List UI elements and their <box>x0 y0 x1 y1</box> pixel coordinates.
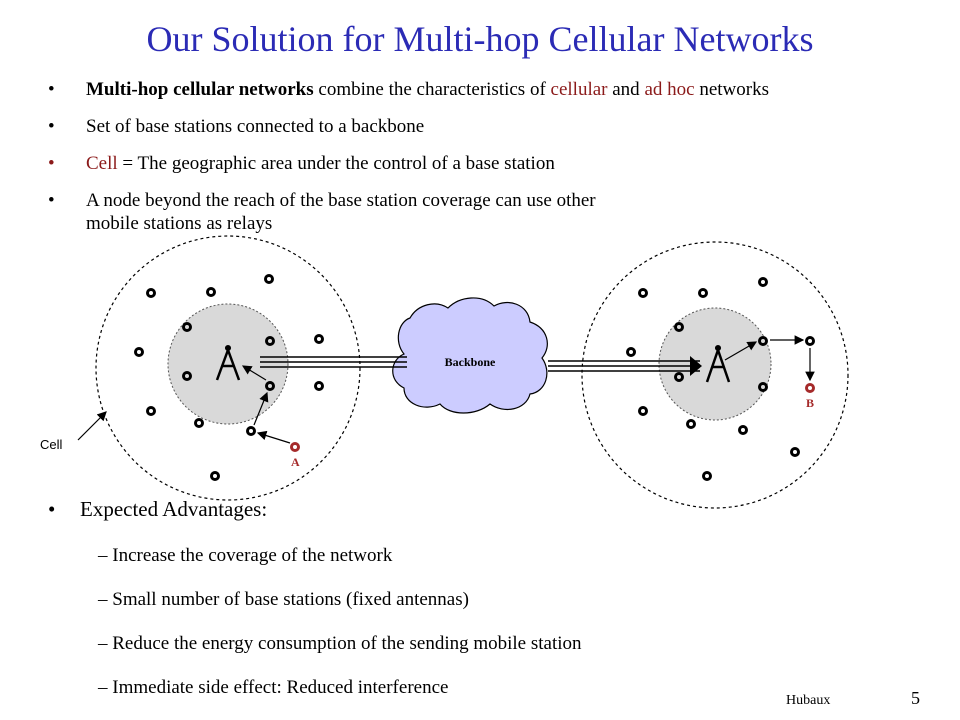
highlight-adhoc: ad hoc <box>644 79 695 100</box>
bullet-list: • Multi-hop cellular networks combine th… <box>48 78 908 249</box>
cell-label: Cell <box>40 437 63 452</box>
footer-author: Hubaux <box>786 693 831 708</box>
backbone-label: Backbone <box>445 355 496 369</box>
bullet-dot: • <box>48 79 55 100</box>
bullet-text: A node beyond the reach of the base stat… <box>86 190 596 234</box>
bullet-item-base-stations: • Set of base stations connected to a ba… <box>48 115 908 138</box>
mobile-nodes-right <box>626 277 815 481</box>
bullet-dot: • <box>48 190 55 211</box>
slide-title: Our Solution for Multi-hop Cellular Netw… <box>146 19 814 59</box>
node-b-label: B <box>806 396 814 410</box>
bullet-item-relays: • A node beyond the reach of the base st… <box>48 189 908 235</box>
advantage-item: – Small number of base stations (fixed a… <box>98 589 469 610</box>
bullet-text: and <box>607 79 645 100</box>
advantages-heading: • Expected Advantages: <box>48 497 267 522</box>
bullet-text: networks <box>694 79 769 100</box>
coverage-area-right <box>658 307 772 421</box>
bullet-item-multihop: • Multi-hop cellular networks combine th… <box>48 78 908 101</box>
node-a <box>290 442 300 452</box>
bullet-dot: • <box>48 153 55 174</box>
antenna-icon <box>215 344 241 381</box>
bullet-text: = The geographic area under the control … <box>117 153 555 174</box>
backbone-link-left <box>260 356 407 368</box>
bullet-dot: • <box>48 116 55 137</box>
page-number: 5 <box>911 688 920 708</box>
node-a-label: A <box>291 455 300 469</box>
advantage-item: – Immediate side effect: Reduced interfe… <box>98 677 449 698</box>
backbone-link-right <box>548 360 700 372</box>
antenna-icon <box>705 344 731 383</box>
bullet-text: Set of base stations connected to a back… <box>86 116 425 137</box>
relay-arrows <box>241 335 815 444</box>
advantages-heading-text: Expected Advantages: <box>80 497 268 521</box>
bullet-text: combine the characteristics of <box>313 79 551 100</box>
link-arrowhead <box>690 356 702 376</box>
highlight-cellular: cellular <box>550 79 608 100</box>
advantage-item: – Reduce the energy consumption of the s… <box>98 633 582 654</box>
cell-boundary-left <box>95 235 361 501</box>
bold-term: Multi-hop cellular networks <box>86 79 314 100</box>
node-b <box>805 383 815 393</box>
advantage-item: – Increase the coverage of the network <box>98 545 393 566</box>
mobile-nodes-left <box>134 274 324 481</box>
bullet-dot: • <box>48 497 56 521</box>
highlight-cell: Cell <box>86 153 118 174</box>
bullet-item-cell: • Cell = The geographic area under the c… <box>48 152 908 175</box>
coverage-area-left <box>167 303 289 425</box>
cell-pointer-arrow <box>77 411 107 441</box>
cell-boundary-right <box>581 241 849 509</box>
backbone-cloud <box>392 297 548 414</box>
